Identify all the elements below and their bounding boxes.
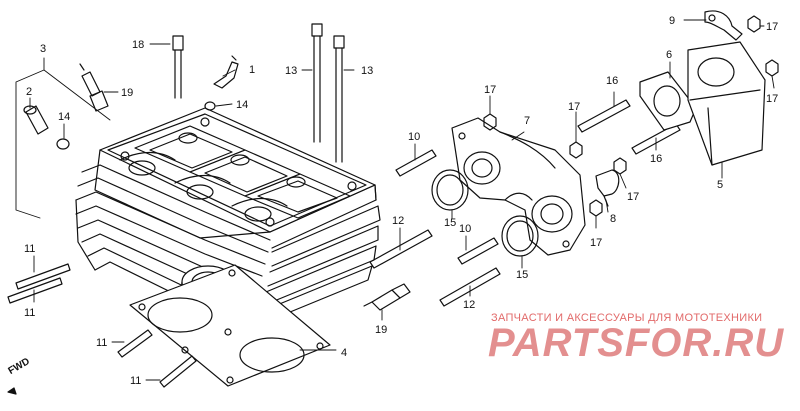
callout-10a: 10 bbox=[408, 131, 420, 143]
stud-13-right bbox=[333, 35, 345, 163]
leader-lines bbox=[15, 19, 775, 381]
stud-16-upper bbox=[577, 99, 631, 133]
callout-18: 18 bbox=[132, 39, 144, 51]
callout-17c: 17 bbox=[627, 191, 639, 203]
callout-19b: 19 bbox=[375, 324, 387, 336]
intake-manifold bbox=[451, 117, 586, 256]
watermark-subtitle: ЗАПЧАСТИ И АКСЕССУАРЫ ДЛЯ МОТОТЕХНИКИ bbox=[491, 312, 763, 324]
callout-8: 8 bbox=[610, 213, 616, 225]
clamp-8 bbox=[595, 169, 620, 207]
part-2-fitting bbox=[23, 105, 49, 135]
heat-guard-5 bbox=[687, 41, 766, 166]
o-ring-14-top bbox=[204, 101, 216, 111]
callout-6: 6 bbox=[666, 49, 672, 61]
callout-16b: 16 bbox=[650, 153, 662, 165]
callout-12a: 12 bbox=[392, 215, 404, 227]
callout-11c: 11 bbox=[96, 337, 107, 349]
callout-14a: 14 bbox=[58, 111, 70, 123]
callout-5: 5 bbox=[717, 179, 723, 191]
insulator-15-upper bbox=[431, 169, 469, 211]
clamp-9 bbox=[704, 10, 743, 41]
callout-11d: 11 bbox=[130, 375, 141, 387]
gasket-6 bbox=[639, 71, 697, 131]
callout-15a: 15 bbox=[444, 217, 456, 229]
callout-11a: 11 bbox=[24, 243, 35, 255]
callout-17a: 17 bbox=[484, 84, 496, 96]
spark-plug-lower bbox=[363, 283, 411, 311]
stud-16-lower bbox=[631, 123, 681, 155]
callout-15b: 15 bbox=[516, 269, 528, 281]
watermark-logo: PARTSFOR.RU bbox=[488, 321, 785, 365]
callout-7: 7 bbox=[524, 115, 530, 127]
callout-17b: 17 bbox=[568, 101, 580, 113]
callout-14b: 14 bbox=[236, 99, 248, 111]
stud-12-lower bbox=[439, 267, 501, 307]
stud-10-upper bbox=[395, 149, 437, 177]
callout-13a: 13 bbox=[285, 65, 297, 77]
callout-12b: 12 bbox=[463, 299, 475, 311]
stud-11-lower-b bbox=[159, 355, 197, 388]
head-gasket bbox=[129, 264, 331, 387]
o-ring-14-left bbox=[56, 138, 70, 150]
nuts-17 bbox=[483, 15, 779, 217]
callout-13b: 13 bbox=[361, 65, 373, 77]
bolt-18 bbox=[172, 35, 184, 99]
callout-19a: 19 bbox=[121, 87, 133, 99]
stud-10-lower bbox=[457, 237, 499, 265]
callout-3: 3 bbox=[40, 43, 46, 55]
fwd-arrow-icon bbox=[7, 387, 17, 395]
callout-11b: 11 bbox=[24, 307, 35, 319]
callout-9: 9 bbox=[669, 15, 675, 27]
callout-10b: 10 bbox=[459, 223, 471, 235]
insulator-15-lower bbox=[501, 215, 539, 257]
stud-11-pair bbox=[7, 263, 71, 304]
callout-1: 1 bbox=[249, 64, 255, 76]
stud-11-lower-a bbox=[117, 329, 153, 358]
callout-4: 4 bbox=[341, 347, 347, 359]
stud-13-left bbox=[311, 23, 323, 143]
callout-2: 2 bbox=[26, 86, 32, 98]
callout-17f: 17 bbox=[766, 93, 778, 105]
stud-12-upper bbox=[369, 229, 433, 269]
callout-17e: 17 bbox=[766, 21, 778, 33]
part-1-fitting bbox=[213, 55, 239, 89]
callout-16a: 16 bbox=[606, 75, 618, 87]
spark-plug-upper bbox=[79, 63, 109, 112]
callout-17d: 17 bbox=[590, 237, 602, 249]
